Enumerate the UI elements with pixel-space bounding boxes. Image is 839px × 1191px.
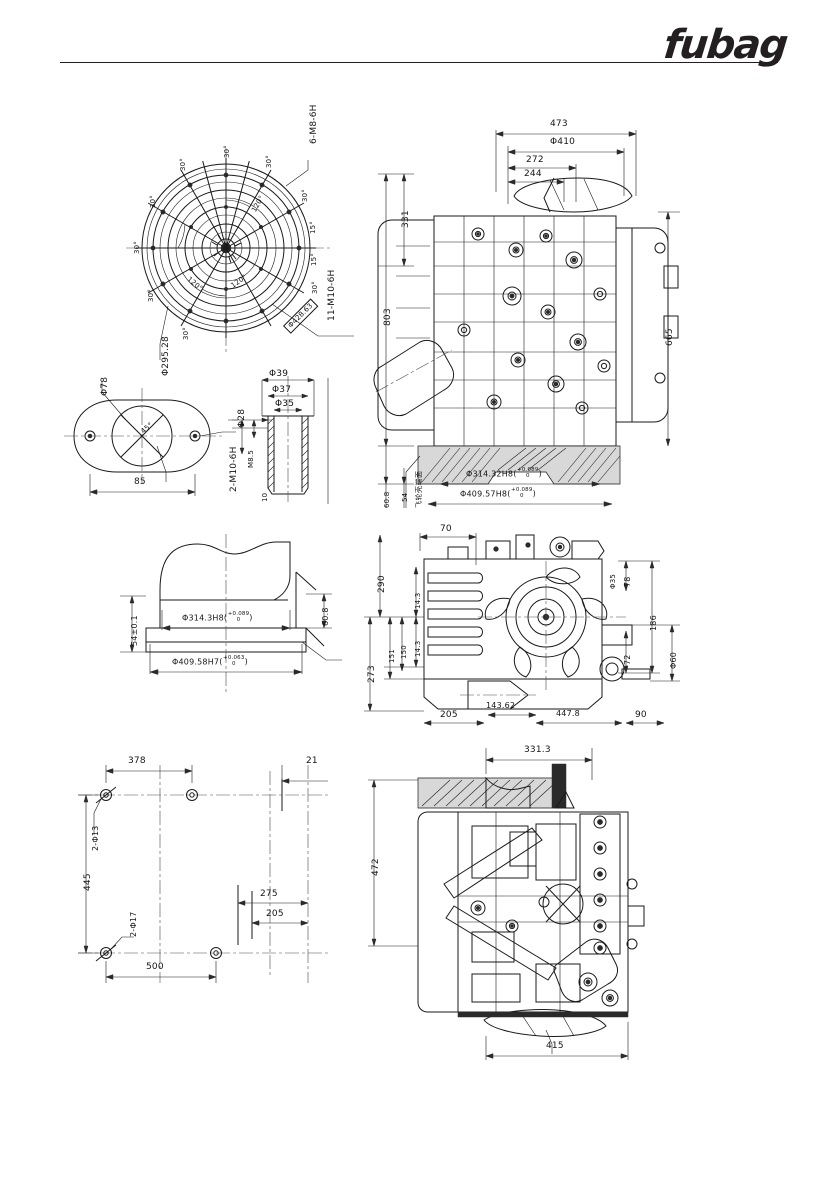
label-bore-d1: Φ39 (269, 369, 289, 379)
label-es-186: 186 (649, 615, 658, 631)
label-es-447-8: 447.8 (556, 709, 580, 718)
label-sae-bore-large-tol-lo: 0 (231, 660, 236, 667)
label-bore-d2: Φ37 (272, 385, 292, 395)
header-divider (60, 62, 778, 63)
label-es-phi60: Φ60 (669, 651, 678, 669)
stepped-bore-svg (228, 376, 329, 504)
label-angle-1: 30° (265, 154, 273, 168)
label-sae-step: 60.8 (321, 607, 330, 626)
label-mount-hole-b: 2-Φ17 (129, 911, 138, 937)
label-angle-4: 30° (133, 240, 141, 254)
label-et-415: 415 (546, 1041, 564, 1051)
label-sae-bore-small-tol-lo: 0 (236, 616, 241, 623)
label-ef-bore-409-tol-up: +0.089 (511, 487, 533, 493)
label-flange-width: 85 (134, 477, 146, 487)
label-es-205: 205 (440, 710, 458, 720)
label-sae-bore-large: Φ409.58H7 (172, 657, 220, 667)
label-angle-2: 30° (179, 157, 187, 171)
view-oval-flange-detail: Φ78 2-M10-6H 85 45° (62, 374, 239, 504)
engine-top-svg (368, 748, 645, 1060)
label-pcd-outer: Φ295.28 (161, 336, 171, 376)
sae-housing-svg (120, 534, 342, 692)
label-bore-length: 10 (261, 492, 269, 502)
view-mounting-hole-pattern: 378 21 445 2-Φ13 2-Φ17 275 205 500 (70, 751, 335, 991)
label-ef-bore-314: Φ314.32H8 (466, 469, 514, 479)
label-ef-bore-314-tol-lo: 0 (525, 472, 530, 479)
page-header: fubag (0, 0, 839, 100)
label-flange-bore: Φ78 (100, 376, 110, 396)
label-bore-d3: Φ35 (275, 399, 295, 409)
oval-flange-svg (64, 382, 236, 496)
label-bolt-top: 6-M8-6H (309, 104, 319, 144)
label-ef-244: 244 (524, 169, 542, 179)
label-ef-flywheel-dia: Φ410 (550, 137, 576, 147)
label-es-150: 150 (400, 645, 408, 659)
label-bore-depth: M8.5 (247, 450, 255, 468)
engine-side-svg (364, 533, 680, 726)
label-es-143-62: 143.62 (486, 701, 516, 710)
view-engine-top-plan: 331.3 472 415 (360, 736, 690, 1066)
label-mount-top-span: 378 (128, 756, 146, 766)
label-es-273: 273 (367, 665, 377, 683)
label-ef-54: 54 (401, 492, 409, 502)
label-angle-6: 30° (182, 326, 190, 340)
label-et-472: 472 (371, 858, 381, 876)
label-es-151: 151 (388, 649, 396, 663)
label-es-14-3-a: 14.3 (414, 592, 422, 609)
label-ef-bore-409: Φ409.57H8 (460, 489, 508, 499)
label-es-290: 290 (377, 575, 387, 593)
label-angle-0: 30° (223, 144, 231, 158)
label-angle-7: 30° (301, 188, 309, 202)
label-ef-height-665: 665 (665, 328, 675, 346)
label-sae-bore-small-tol-up: +0.089 (227, 611, 250, 617)
label-ef-272: 272 (526, 155, 544, 165)
label-sae-bore-large-tol-up: +0.063 (223, 655, 245, 661)
label-es-70: 70 (440, 524, 452, 534)
label-sae-bore-small: Φ314.3H8 (182, 613, 224, 623)
label-ef-height-803: 803 (383, 308, 393, 326)
label-bolt-lower: 11-M10-6H (327, 269, 337, 321)
label-angle-3: 30° (149, 194, 157, 208)
label-mount-left-pitch: 445 (83, 873, 93, 891)
technical-drawing-canvas: 6-M8-6H 11-M10-6H Φ428.63 Φ295.28 30° 30… (0, 96, 839, 1106)
label-bore-d4: Φ28 (237, 408, 247, 428)
label-et-331-3: 331.3 (524, 745, 551, 755)
label-mount-inner-205: 205 (266, 909, 284, 919)
label-mount-inner-275: 275 (260, 889, 278, 899)
label-ef-60-8: 60.8 (383, 491, 391, 508)
label-es-72: 72 (623, 654, 632, 665)
mounting-holes-svg (78, 765, 328, 983)
label-ef-width-total: 473 (550, 119, 568, 129)
label-ef-height-331: 331 (401, 210, 411, 228)
label-mount-bottom-span: 500 (146, 962, 164, 972)
flywheel-housing-svg (126, 148, 354, 360)
label-ef-bore-409-tol-lo: 0 (519, 492, 524, 499)
label-es-phi35: Φ35 (609, 573, 617, 589)
view-engine-side-elevation: 70 290 14.3 14.3 150 151 273 205 143.62 … (360, 521, 690, 736)
label-mount-hole-a: 2-Φ13 (91, 825, 100, 851)
label-es-14-3-b: 14.3 (414, 640, 422, 657)
engine-front-svg (373, 130, 680, 508)
view-flywheel-housing-bolt-pattern: 6-M8-6H 11-M10-6H Φ428.63 Φ295.28 30° 30… (120, 104, 370, 396)
label-angle-8: 30° (311, 280, 319, 294)
label-sae-height: 54±0.1 (130, 615, 139, 646)
view-stepped-bore-detail: Φ39 Φ37 Φ35 Φ28 M8.5 10 (228, 368, 340, 508)
label-mount-right-gap: 21 (306, 756, 318, 766)
label-angle-9: 15° (309, 220, 317, 234)
label-es-90: 90 (635, 710, 647, 720)
label-angle-10: 15° (310, 252, 318, 266)
label-ef-face-note: 飞轮壳端面 (415, 470, 423, 509)
label-es-78: 78 (623, 576, 632, 587)
label-ef-bore-314-tol-up: +0.089 (517, 467, 539, 473)
view-engine-front-elevation: 473 Φ410 272 244 331 803 665 60.8 54 飞轮壳… (368, 116, 688, 516)
label-angle-5: 30° (147, 288, 155, 302)
